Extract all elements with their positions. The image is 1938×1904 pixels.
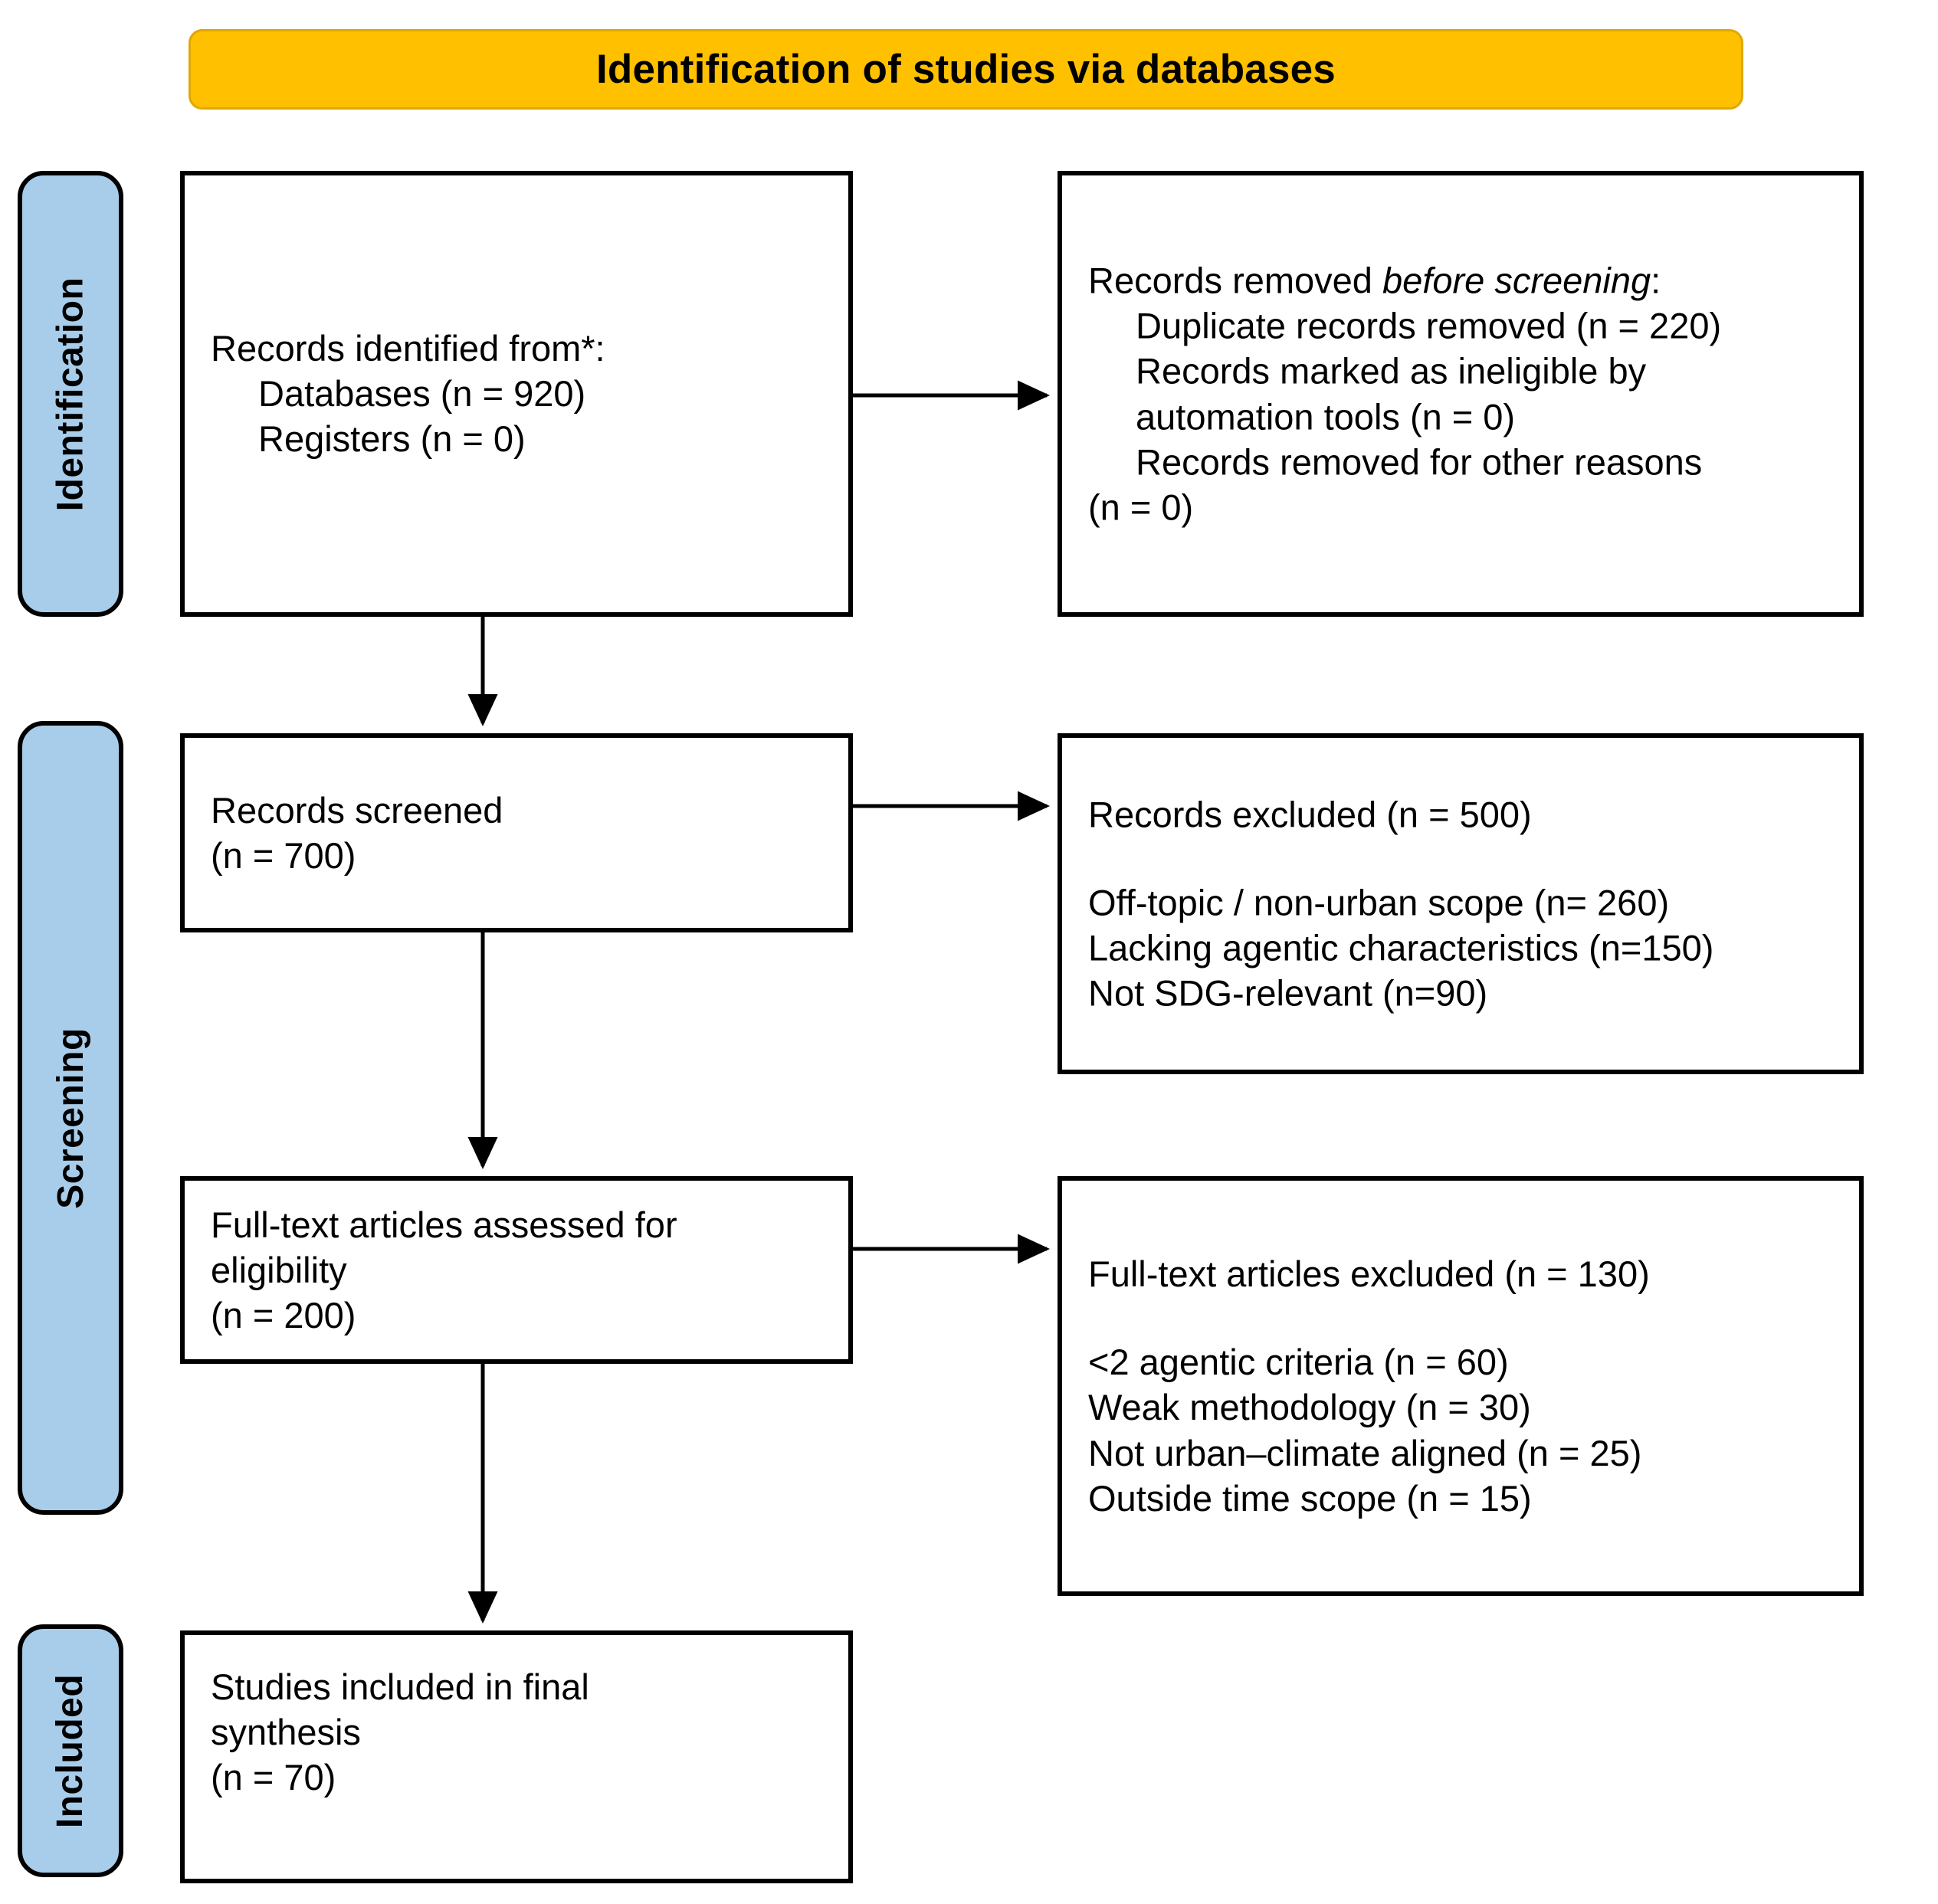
records-removed-ineligible-2: automation tools (n = 0) bbox=[1136, 396, 1516, 437]
records-excluded-reason-agentic: Lacking agentic characteristics (n=150) bbox=[1088, 927, 1714, 968]
studies-included-line-2: synthesis bbox=[211, 1712, 361, 1753]
records-removed-duplicates: Duplicate records removed (n = 220) bbox=[1136, 305, 1722, 346]
fulltext-assessed-line-1: Full-text articles assessed for bbox=[211, 1204, 677, 1245]
records-screened-label: Records screened bbox=[211, 789, 503, 831]
stage-label-identification: Identification bbox=[50, 277, 91, 511]
box-records-excluded: Records excluded (n = 500) Off-topic / n… bbox=[1058, 733, 1864, 1074]
records-removed-other-2: (n = 0) bbox=[1088, 487, 1194, 528]
fulltext-excluded-reason-criteria: <2 agentic criteria (n = 60) bbox=[1088, 1342, 1509, 1383]
studies-included-line-1: Studies included in final bbox=[211, 1666, 589, 1707]
box-studies-included: Studies included in final synthesis (n =… bbox=[180, 1630, 853, 1883]
records-excluded-reason-sdg: Not SDG-relevant (n=90) bbox=[1088, 972, 1488, 1014]
fulltext-excluded-reason-urban-climate: Not urban–climate aligned (n = 25) bbox=[1088, 1432, 1642, 1473]
fulltext-excluded-reason-methodology: Weak methodology (n = 30) bbox=[1088, 1387, 1531, 1428]
box-records-removed-before-screening: Records removed before screening: Duplic… bbox=[1058, 171, 1864, 617]
records-screened-count: (n = 700) bbox=[211, 835, 356, 876]
records-removed-heading: Records removed before screening: bbox=[1088, 257, 1833, 303]
records-excluded-reason-offtopic: Off-topic / non-urban scope (n= 260) bbox=[1088, 882, 1670, 923]
box-records-identified: Records identified from*: Databases (n =… bbox=[180, 171, 853, 617]
records-removed-heading-suffix: : bbox=[1651, 260, 1661, 301]
stage-label-included: Included bbox=[50, 1673, 91, 1828]
studies-included-count: (n = 70) bbox=[211, 1757, 336, 1798]
records-excluded-spacer bbox=[1088, 837, 1833, 880]
box-records-screened: Records screened (n = 700) bbox=[180, 733, 853, 932]
fulltext-assessed-line-2: eligibility bbox=[211, 1249, 347, 1290]
records-identified-registers: Registers (n = 0) bbox=[258, 418, 526, 460]
records-removed-heading-italic: before screening bbox=[1382, 260, 1651, 301]
box-fulltext-excluded: Full-text articles excluded (n = 130) <2… bbox=[1058, 1176, 1864, 1596]
stage-bar-included: Included bbox=[18, 1624, 123, 1877]
stage-label-screening: Screening bbox=[50, 1027, 91, 1209]
diagram-title-banner: Identification of studies via databases bbox=[189, 29, 1743, 110]
records-removed-heading-prefix: Records removed bbox=[1088, 260, 1382, 301]
stage-bar-identification: Identification bbox=[18, 171, 123, 617]
box-fulltext-assessed: Full-text articles assessed for eligibil… bbox=[180, 1176, 853, 1364]
fulltext-excluded-reason-time-scope: Outside time scope (n = 15) bbox=[1088, 1477, 1532, 1519]
records-excluded-heading: Records excluded (n = 500) bbox=[1088, 794, 1532, 835]
fulltext-excluded-spacer bbox=[1088, 1296, 1833, 1339]
records-identified-databases: Databases (n = 920) bbox=[258, 373, 586, 415]
fulltext-excluded-heading: Full-text articles excluded (n = 130) bbox=[1088, 1253, 1650, 1294]
fulltext-assessed-count: (n = 200) bbox=[211, 1295, 356, 1336]
records-removed-other-1: Records removed for other reasons bbox=[1136, 441, 1703, 483]
stage-bar-screening: Screening bbox=[18, 721, 123, 1515]
diagram-title: Identification of studies via databases bbox=[596, 47, 1336, 92]
records-identified-heading: Records identified from*: bbox=[211, 328, 605, 369]
records-removed-ineligible-1: Records marked as ineligible by bbox=[1136, 350, 1647, 392]
